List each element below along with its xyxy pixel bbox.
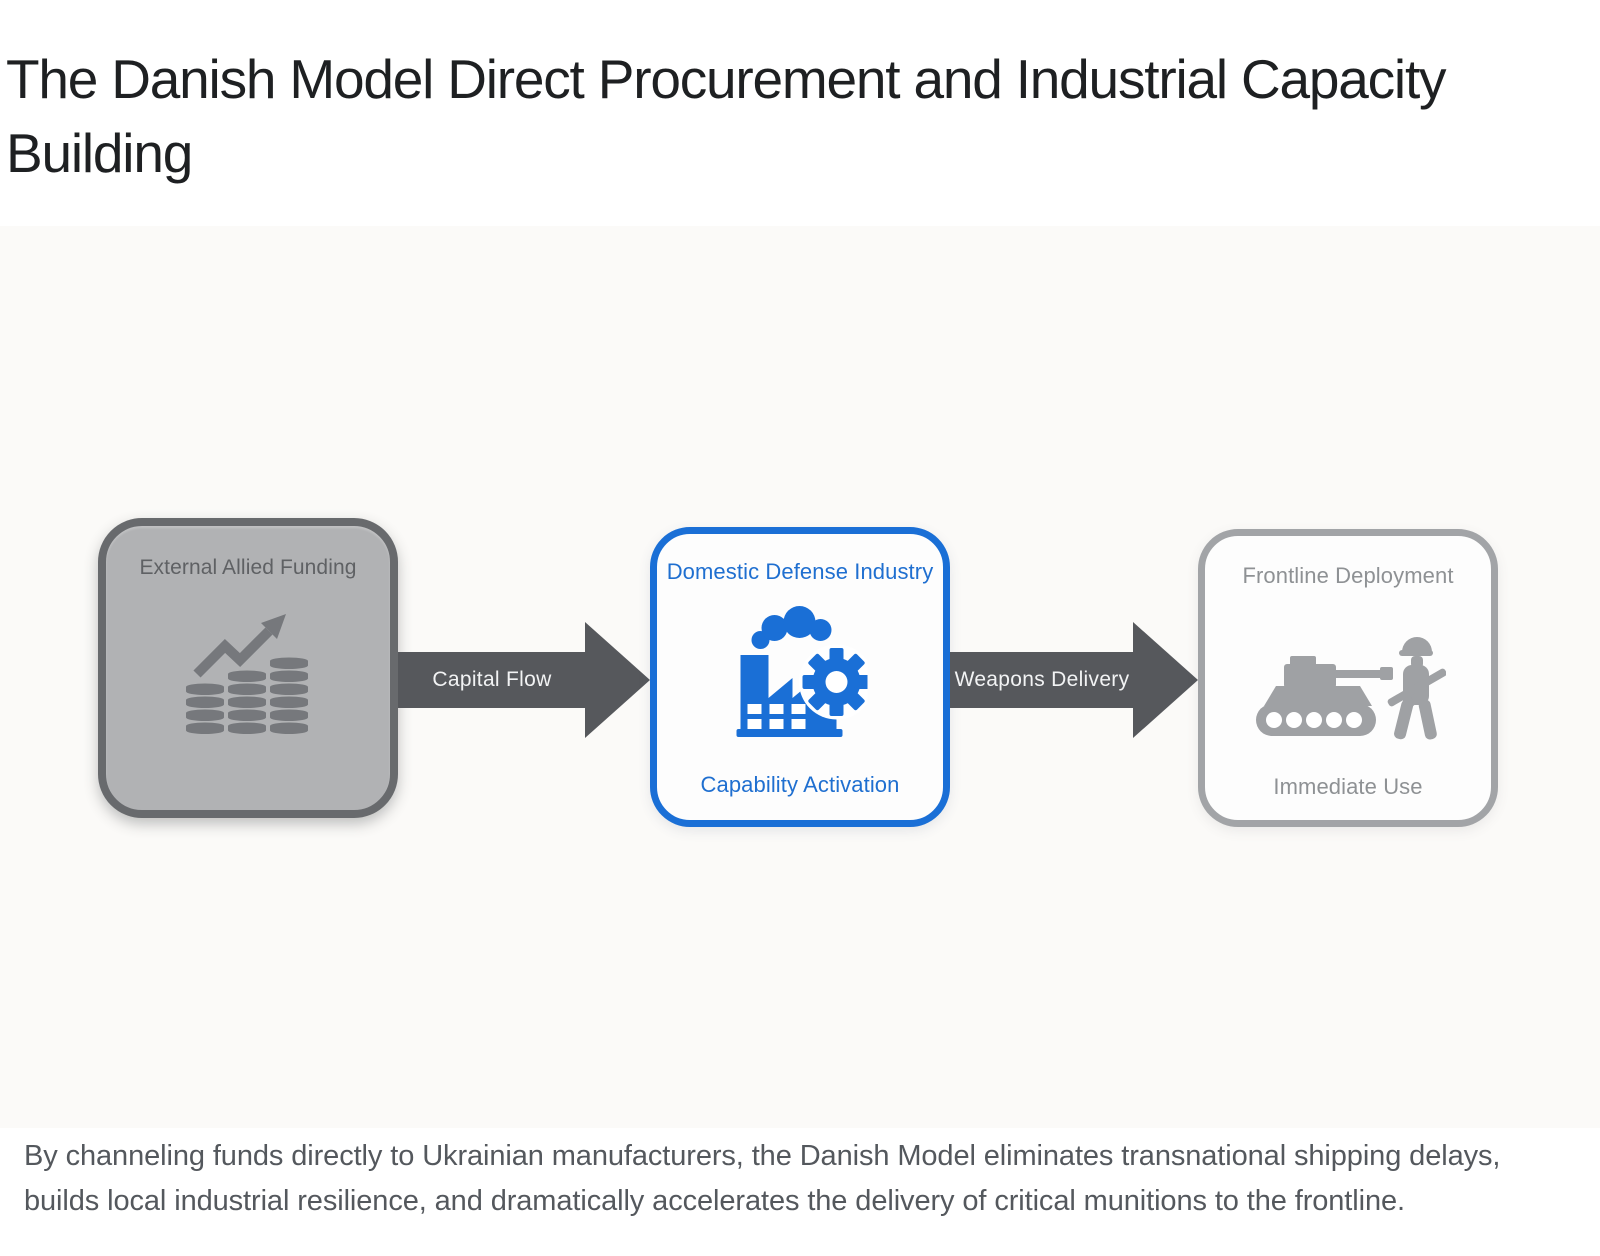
node-sublabel: Immediate Use	[1273, 774, 1423, 799]
tank-soldier-icon	[1256, 637, 1446, 740]
flow-arrow-capital-flow: Capital Flow	[398, 622, 650, 738]
arrow-shaft: Weapons Delivery	[950, 652, 1134, 708]
arrow-head	[585, 622, 650, 738]
node-sublabel: Capability Activation	[700, 772, 900, 797]
flow-node-external-allied-funding: External Allied Funding	[98, 518, 398, 818]
arrow-shaft: Capital Flow	[398, 652, 586, 708]
flow-node-frontline-deployment: Frontline Deployment	[1198, 529, 1498, 827]
flow-arrow-weapons-delivery: Weapons Delivery	[950, 622, 1198, 738]
factory-gear-icon	[736, 606, 868, 737]
node-label: Domestic Defense Industry	[666, 559, 934, 584]
page-title: The Danish Model Direct Procurement and …	[6, 48, 1447, 184]
node-label: Frontline Deployment	[1242, 563, 1454, 588]
arrow-label: Weapons Delivery	[954, 668, 1130, 691]
flow-node-domestic-defense-industry: Domestic Defense Industry	[650, 527, 950, 827]
flow-diagram-canvas: External Allied Funding	[0, 226, 1600, 1128]
coins-growth-chart-icon	[186, 614, 308, 734]
node-label: External Allied Funding	[139, 556, 357, 579]
arrow-label: Capital Flow	[432, 668, 552, 691]
caption-text: By channeling funds directly to Ukrainia…	[24, 1140, 1501, 1217]
arrow-head	[1133, 622, 1198, 738]
